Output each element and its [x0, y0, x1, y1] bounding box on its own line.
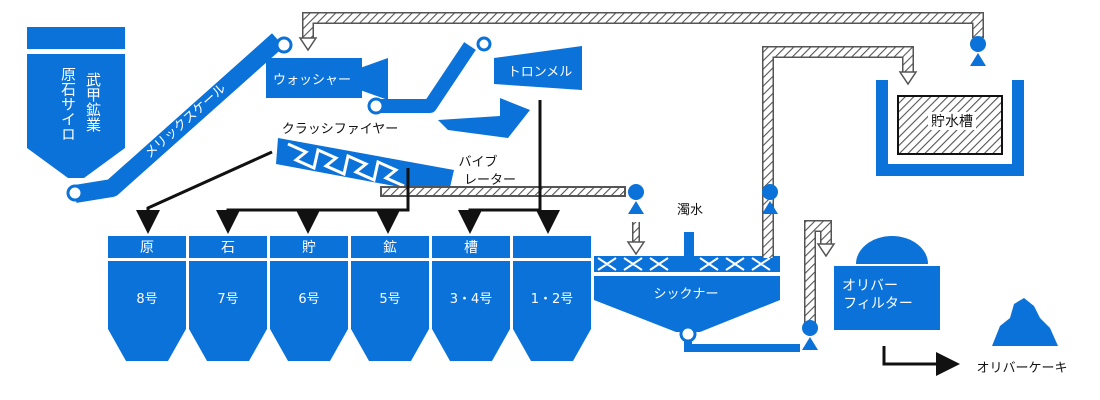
bin-body	[189, 261, 267, 361]
trommel: トロンメル	[494, 46, 582, 90]
bin-header	[513, 236, 591, 258]
bin-header	[189, 236, 267, 258]
bin-header-label: 貯	[302, 240, 316, 256]
conveyor-label: メリックスケール	[142, 81, 229, 161]
bin-body	[351, 261, 429, 361]
bin-number-label: 3・4号	[450, 292, 493, 307]
storage-bin: 1・2号	[513, 236, 591, 361]
cake-output-arrow	[882, 346, 960, 376]
storage-bin: 石 7号	[189, 236, 267, 361]
bin-header-label: 原	[140, 240, 154, 256]
bin-body	[108, 261, 186, 361]
bin-header-label: 槽	[464, 240, 478, 256]
return-water-pipe	[298, 12, 984, 52]
tank-label: 貯水槽	[931, 114, 973, 130]
overflow-to-tank-pipe	[762, 46, 918, 258]
vibrator-pipe	[380, 186, 626, 197]
bin-header	[351, 236, 429, 258]
trommel-label: トロンメル	[508, 65, 573, 80]
return-pump-icon	[970, 36, 986, 66]
vibrator-pump-icon	[628, 184, 644, 214]
bin-header-label: 石	[221, 240, 235, 256]
storage-bins: 原 8号 石 7号 貯 6号 鉱 5号 槽 3・4号 1・2号	[108, 236, 591, 361]
filter-label-1: オリバー	[842, 278, 898, 294]
storage-bin: 貯 6号	[270, 236, 348, 361]
bin-number-label: 7号	[217, 292, 238, 307]
bin-number-label: 1・2号	[531, 292, 574, 307]
trommel-chute	[438, 98, 530, 138]
vibrator-label-1: バイブ	[458, 154, 497, 170]
bin-body	[513, 261, 591, 361]
trommel-conveyor	[367, 36, 492, 115]
filter-pump-icon	[802, 320, 818, 350]
washer-label: ウォッシャー	[273, 73, 351, 88]
bin-header	[432, 236, 510, 258]
product-routing-lines	[136, 100, 560, 234]
bin-header	[270, 236, 348, 258]
turbid-water-inflow	[626, 222, 646, 256]
raw-stone-silo: 原石サイロ 武甲鉱業	[27, 27, 125, 178]
oliver-filter: オリバー フィルター	[834, 236, 940, 330]
silo-label-2: 武甲鉱業	[84, 72, 102, 132]
cake-label: オリバーケーキ	[976, 361, 1067, 376]
storage-bin: 槽 3・4号	[432, 236, 510, 361]
thickener-label: シックナー	[653, 287, 718, 302]
storage-bin: 鉱 5号	[351, 236, 429, 361]
silo-label-1: 原石サイロ	[59, 67, 77, 142]
bin-number-label: 6号	[298, 292, 319, 307]
overflow-pump-icon	[762, 184, 778, 214]
bin-body	[432, 261, 510, 361]
cake-pile-icon	[992, 298, 1058, 346]
vibrator-label-2: レーター	[464, 173, 516, 188]
turbid-water-label: 濁水	[677, 202, 703, 218]
bin-body	[270, 261, 348, 361]
bin-number-label: 5号	[379, 292, 400, 307]
filter-label-2: フィルター	[843, 296, 913, 312]
bin-header-label: 鉱	[383, 239, 397, 256]
bin-header	[108, 236, 186, 258]
storage-bin: 原 8号	[108, 236, 186, 361]
water-tank: 貯水槽	[876, 80, 1024, 176]
bin-number-label: 8号	[136, 292, 157, 307]
thickener: シックナー	[594, 232, 800, 352]
filter-feed-pipe	[804, 220, 836, 328]
washer: ウォッシャー	[266, 58, 388, 100]
crusher-label: クラッシファイヤー	[282, 122, 399, 137]
